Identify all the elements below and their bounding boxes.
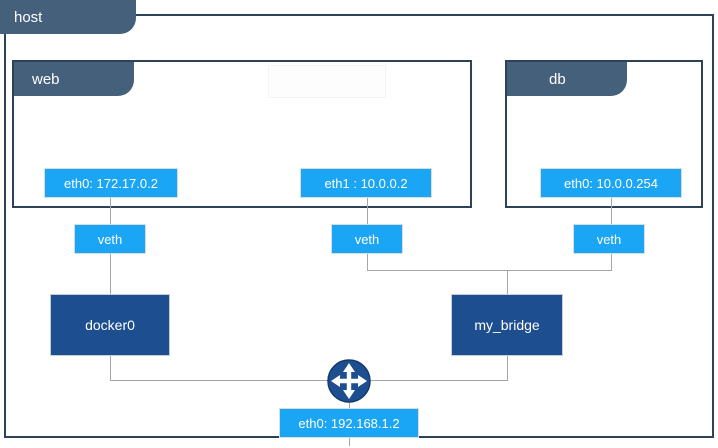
- connector-mybridge-down: [507, 356, 508, 380]
- connector-webeth1-veth: [367, 198, 368, 224]
- veth-left-label: veth: [97, 231, 123, 247]
- veth-mid-label: veth: [354, 231, 380, 247]
- veth-left[interactable]: veth: [74, 224, 146, 254]
- interface-web-eth0[interactable]: eth0: 172.17.0.2: [44, 168, 178, 198]
- connector-docker0-down: [110, 356, 111, 380]
- interface-db-eth0-label: eth0: 10.0.0.254: [564, 175, 658, 191]
- host-header: host: [0, 0, 136, 34]
- interface-web-eth1-label: eth1 : 10.0.0.2: [324, 175, 408, 191]
- connector-bus-mybridge: [507, 270, 508, 294]
- host-label: host: [14, 8, 43, 26]
- connector-veth-docker0: [110, 254, 111, 294]
- router-four-arrows-icon[interactable]: [326, 358, 372, 404]
- connector-mybridge-router: [368, 380, 508, 381]
- interface-web-eth1[interactable]: eth1 : 10.0.0.2: [300, 168, 432, 198]
- veth-mid[interactable]: veth: [331, 224, 403, 254]
- bridge-docker0[interactable]: docker0: [50, 294, 170, 356]
- veth-right-label: veth: [596, 231, 622, 247]
- interface-db-eth0[interactable]: eth0: 10.0.0.254: [540, 168, 682, 198]
- db-label: db: [549, 70, 566, 88]
- bridge-my-bridge-label: my_bridge: [474, 317, 540, 333]
- bridge-docker0-label: docker0: [85, 317, 135, 333]
- interface-host-eth0[interactable]: eth0: 192.168.1.2: [279, 408, 419, 438]
- web-header: web: [14, 62, 134, 96]
- connector-vethmid-bus: [367, 254, 368, 270]
- connector-hosteth0-out: [349, 438, 350, 446]
- bridge-my-bridge[interactable]: my_bridge: [451, 294, 563, 356]
- veth-right[interactable]: veth: [573, 224, 645, 254]
- interface-host-eth0-label: eth0: 192.168.1.2: [298, 415, 400, 431]
- db-header: db: [507, 62, 627, 96]
- connector-webeth0-veth: [110, 198, 111, 224]
- connector-dbeth0-veth: [611, 198, 612, 224]
- connector-vethright-bus: [611, 254, 612, 270]
- connector-docker0-router: [110, 380, 350, 381]
- host-header-wrap: host: [0, 0, 136, 34]
- interface-web-eth0-label: eth0: 172.17.0.2: [64, 175, 158, 191]
- web-placeholder-rect: [268, 65, 386, 98]
- web-label: web: [32, 70, 60, 88]
- connector-bus-horizontal: [367, 270, 612, 271]
